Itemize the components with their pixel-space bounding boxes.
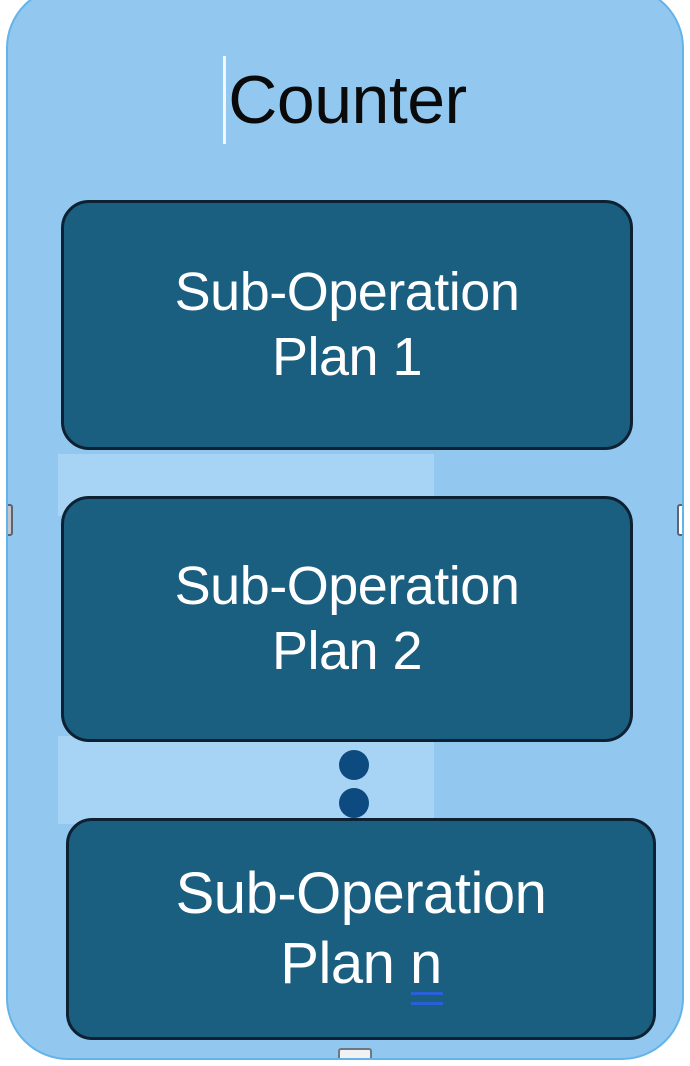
sub-operation-plan-n-box[interactable]: Sub-Operation Plan n [66,818,656,1040]
clipped-toolbar-chip-white [338,1048,372,1058]
sub-operation-plan-1-box[interactable]: Sub-Operation Plan 1 [61,200,633,450]
ellipsis-dot [339,750,369,780]
selection-band-lower [58,736,434,824]
sub-operation-plan-n-prefix: Plan [280,931,410,996]
page-title: Counter [228,62,467,138]
ellipsis-dot [339,788,369,818]
resize-handle-right[interactable] [677,504,682,536]
vertical-ellipsis-icon [337,750,371,818]
sub-operation-plan-n-variable[interactable]: n [409,931,443,1005]
sub-operation-plan-1-line2: Plan 1 [271,327,423,387]
counter-node[interactable]: Counter Sub-Operation Plan 1 Sub-Operati… [6,0,684,1060]
sub-operation-plan-1-line1: Sub-Operation [174,261,520,322]
sub-operation-plan-2-line1: Sub-Operation [174,555,520,616]
sub-operation-plan-2-box[interactable]: Sub-Operation Plan 2 [61,496,633,742]
node-title-row[interactable]: Counter [8,50,682,150]
sub-operation-plan-n-line1: Sub-Operation [175,861,547,927]
sub-operation-plan-n-line2: Plan n [280,931,443,1005]
text-caret-icon [223,56,227,144]
resize-handle-left[interactable] [8,504,13,536]
sub-operation-plan-2-line2: Plan 2 [271,621,423,681]
